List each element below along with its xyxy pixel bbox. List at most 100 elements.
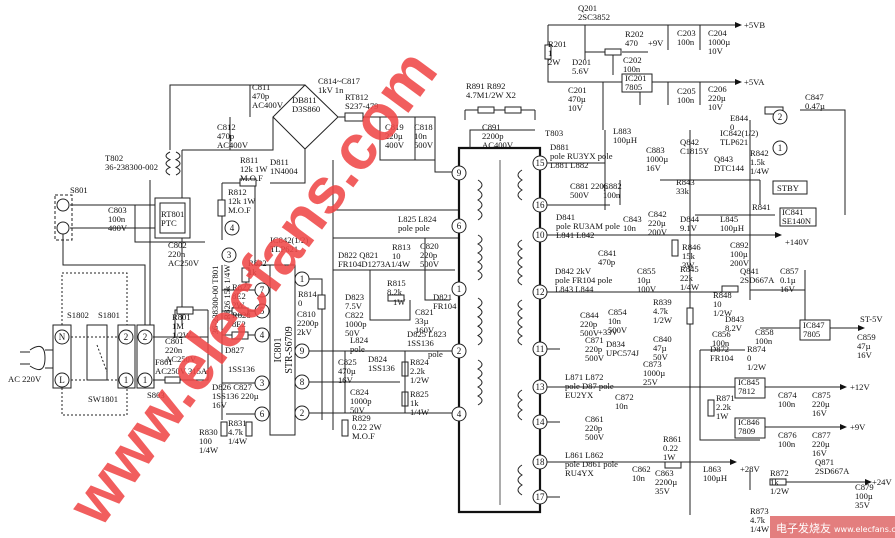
pin-number: 9 [300, 346, 305, 356]
label-d823: 7.5V [345, 301, 363, 311]
pin-number: 1 [124, 375, 129, 385]
label-c821: C821 [415, 307, 434, 317]
label-r831: 4.7k [228, 427, 244, 437]
label-r891: R891 R892 [466, 81, 505, 91]
label-c883: C883 [646, 145, 665, 155]
label-c843: C843 [623, 214, 642, 224]
label-l861: L861 L862 [565, 450, 603, 460]
label-d843: 8.2V [725, 323, 743, 333]
label-r812: 12k 1W [228, 196, 256, 206]
label-c863: 35V [655, 486, 671, 496]
resistor-r827 [231, 307, 249, 316]
label-c818: 10n [414, 131, 428, 141]
label-c812: C812 [217, 122, 236, 132]
label-c855: 100V [637, 284, 657, 294]
label-d821: D821 [433, 292, 452, 302]
s801-terminal [56, 198, 70, 212]
label-r830: 1/4W [199, 445, 219, 455]
label-d823: D823 [345, 292, 364, 302]
winding [517, 239, 524, 286]
label-c863: 2200µ [655, 477, 677, 487]
label-c854: 10n [608, 316, 622, 326]
pin-circle [54, 329, 70, 345]
pin-number: 12 [536, 287, 545, 297]
pin-number: 11 [536, 344, 545, 354]
label-c875: 16V [812, 408, 828, 418]
resistor-r871 [707, 399, 715, 417]
pin-number: 14 [536, 417, 546, 427]
pin-number: 2 [124, 332, 129, 342]
label-c824: 50V [350, 405, 366, 415]
pin-circle [532, 379, 548, 395]
label-st5v: ST-5V [860, 314, 883, 324]
label-c803: C803 [108, 205, 127, 215]
resistor-r829 [341, 419, 349, 437]
label-r871: 1W [716, 411, 729, 421]
label-r801: 1M [172, 321, 184, 331]
label-c861: 220p [585, 423, 602, 433]
label-f801: AC250V 315A [155, 366, 208, 376]
pin-number: N [59, 332, 66, 342]
resistor-r848 [721, 285, 739, 293]
label-ic845: 7812 [738, 386, 755, 396]
label-c873: 25V [643, 377, 659, 387]
label-r845: 1/4W [680, 282, 700, 292]
label-c810: 2kV [297, 327, 313, 337]
label-r842: R842 [750, 148, 769, 158]
label-c881: 500V [570, 190, 590, 200]
label-l883: 100µH [613, 135, 637, 145]
resistor-r202 [604, 48, 622, 56]
label-c855: 10µ [637, 275, 651, 285]
label-q843: DTC144 [714, 163, 745, 173]
label-d881: pole RU3YX pole [550, 151, 613, 161]
label-r873: R873 [750, 506, 769, 516]
resistor-r839 [686, 307, 694, 325]
label-r861: 0.22 [663, 443, 678, 453]
label-q841: Q841 [740, 266, 759, 276]
label-ic801: STR-S6709 [284, 326, 295, 373]
label-r813: R813 [392, 242, 411, 252]
label-r845: R845 [680, 264, 699, 274]
label-c862: 10n [632, 473, 646, 483]
label-c821: 33µ [415, 316, 429, 326]
label-r829: M.O.F [352, 431, 375, 441]
label-l861: RU4YX [565, 468, 594, 478]
winding [517, 169, 523, 201]
label-r842: 1/4W [750, 166, 770, 176]
label-r829: 0.22 2W [352, 422, 382, 432]
label-c855: C855 [637, 266, 656, 276]
label-c873: 1000µ [643, 368, 665, 378]
label-c824: C824 [350, 387, 369, 397]
ic845-body [734, 377, 766, 399]
label-c203: C203 [677, 28, 696, 38]
label-c840: C840 [653, 334, 672, 344]
label-e844: E844 [730, 113, 749, 123]
pin-circle [532, 489, 548, 505]
label-r839: 4.7k [653, 306, 669, 316]
label-c874: 100n [778, 399, 796, 409]
label-c861: 500V [585, 432, 605, 442]
label-r828: 8E2 [232, 319, 246, 329]
label-r201: R201 [548, 39, 567, 49]
pin-number: 6 [260, 409, 265, 419]
label-l824b: L824 [350, 335, 369, 345]
label-c882: C882 [603, 181, 622, 191]
label-c203: 100n [677, 37, 695, 47]
label-d201: 5.6V [572, 66, 590, 76]
label-c825: 470µ [338, 366, 356, 376]
label-c802: 220n [168, 249, 186, 259]
pin-circle [254, 327, 270, 343]
resistor-r892 [504, 106, 522, 114]
label-r831: 1/4W [228, 436, 248, 446]
pin-number: 4 [230, 223, 235, 233]
transformer-windings [165, 151, 524, 496]
label-d826: 1SS136 220µ [212, 391, 259, 401]
pin-circle [224, 220, 240, 236]
label-c205: 100n [677, 95, 695, 105]
pin-markers: 961241516101211131418177543619824321NL21… [54, 109, 788, 505]
label-q841: 2SD667A [740, 275, 775, 285]
label-c892: 100µ [730, 249, 748, 259]
resistor-r815 [387, 294, 405, 302]
pin-number: 9 [457, 168, 462, 178]
